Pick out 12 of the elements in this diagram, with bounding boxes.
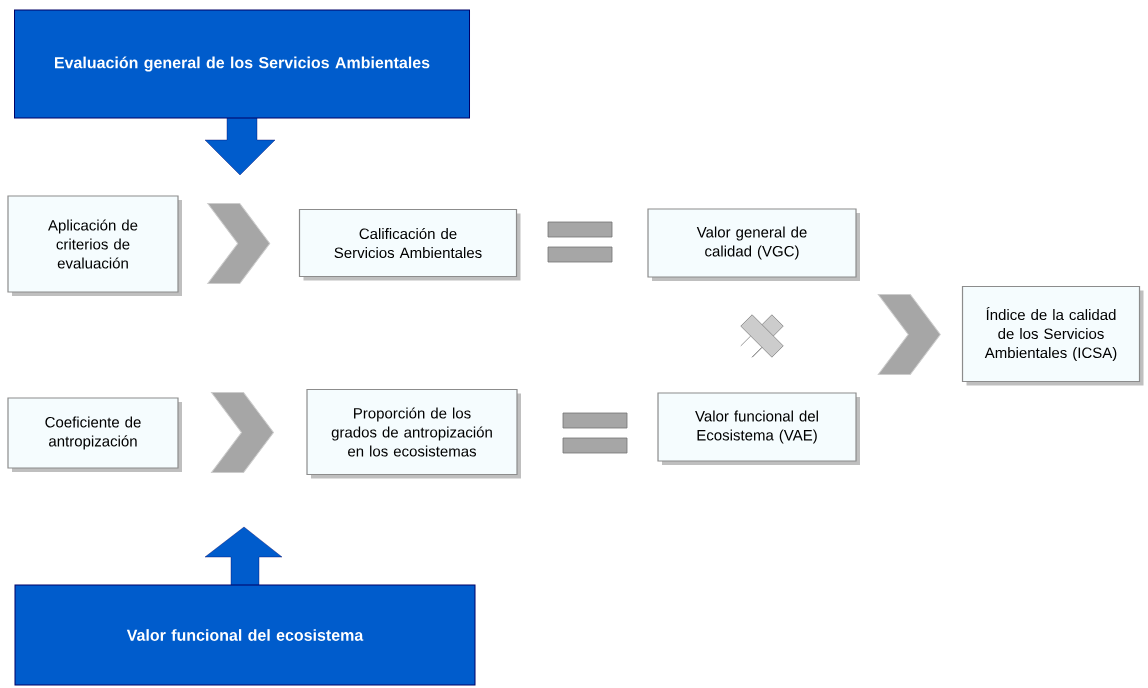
process-box: Valor funcional del Ecosistema (VAE) [657,392,860,465]
callout-box: Valor funcional del ecosistema [14,526,476,686]
process-box: Coeficiente de antropización [7,397,182,472]
chevron-arrow [211,392,274,473]
chevron-arrow [877,294,941,375]
process-box: Aplicación de criterios de evaluación [7,195,182,296]
process-box: Proporción de los grados de antropización en los ecosistemas [306,388,521,479]
callout-box: Evaluación general de los Servicios Ambientales [14,9,470,176]
process-box: Valor general de calidad (VGC) [647,208,860,281]
process-box: Índice de la calidad de los Servicios Ambientales (ICSA) [961,285,1144,386]
chevron-arrow [207,203,271,284]
process-box: Calificación de Servicios Ambientales [298,208,521,281]
